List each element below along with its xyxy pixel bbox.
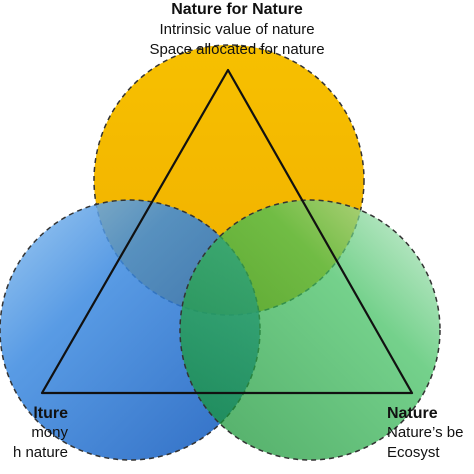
circle-right xyxy=(179,199,441,461)
label-right-title: Nature xyxy=(387,405,438,422)
label-top-line-1: Intrinsic value of nature xyxy=(159,21,315,38)
label-left-line-2: h nature xyxy=(12,444,68,461)
triangle-outline xyxy=(40,68,414,395)
label-right-line-1: Nature’s be xyxy=(387,424,464,441)
label-nature-for-nature: Nature for Nature Intrinsic value of nat… xyxy=(0,0,474,61)
label-right-line-2: Ecosyst xyxy=(387,444,440,461)
label-left: lture mony h nature xyxy=(13,404,68,464)
label-top-title: Nature for Nature xyxy=(171,1,303,18)
label-left-line-1: mony xyxy=(31,424,68,441)
label-left-title: lture xyxy=(33,405,68,422)
label-right: Nature Nature’s be Ecosyst xyxy=(387,404,463,464)
label-top-line-2: Space allocated for nature xyxy=(149,41,325,58)
